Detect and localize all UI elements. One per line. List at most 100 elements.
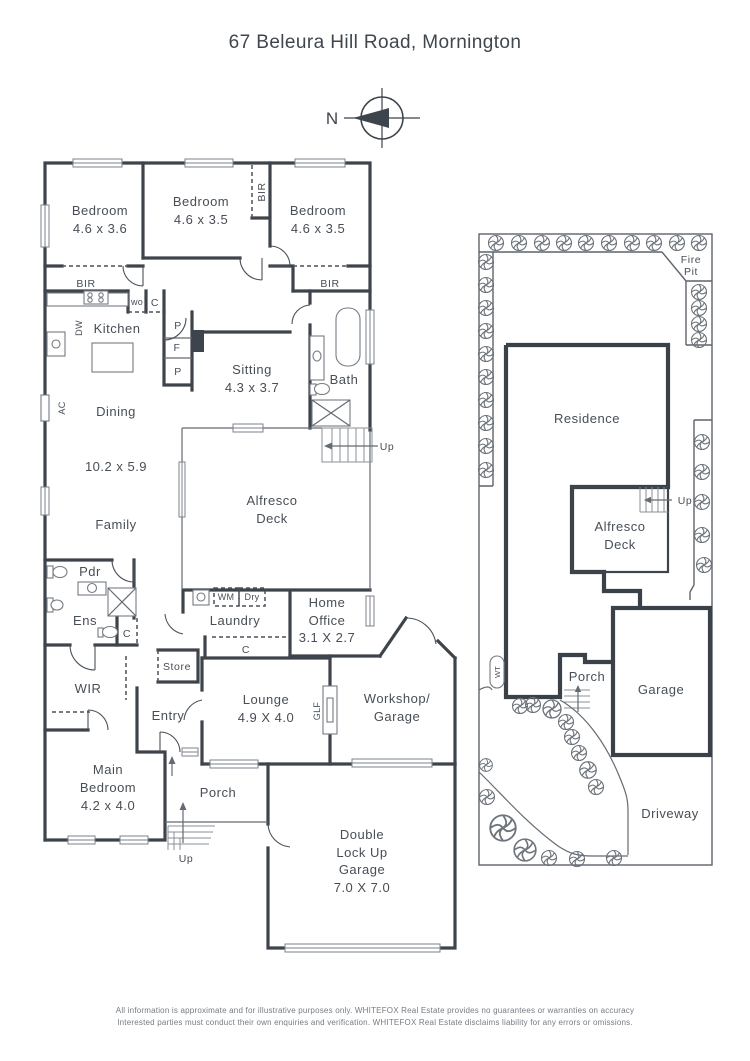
- bathtub-icon: [335, 307, 361, 367]
- site-deck-outline: [570, 485, 670, 574]
- dry-label: Dry: [245, 592, 260, 602]
- bedroom3-dims: 4.6 x 3.5: [291, 221, 345, 236]
- disclaimer-line-1: All information is approximate and for i…: [116, 1006, 634, 1015]
- stairs-arrow-icon: [324, 442, 332, 450]
- bath-label: Bath: [330, 372, 359, 387]
- compass-needle-icon: [353, 108, 389, 128]
- bir2-label: BIR: [256, 182, 268, 201]
- site-deck-stairs: [639, 487, 672, 513]
- bath-toilet-icon: [309, 382, 331, 396]
- fire-pit-label-2: Pit: [684, 266, 698, 278]
- workshop-label-2: Garage: [374, 709, 420, 724]
- bath-shower-icon: [311, 399, 351, 427]
- entry-arrow-icon: [168, 756, 176, 764]
- main-floor-plan: Bedroom 4.6 x 3.6 Bedroom 4.6 x 3.5 Bedr…: [40, 158, 458, 953]
- fireplace-flue: [192, 330, 204, 352]
- bedroom2-label: Bedroom: [173, 194, 229, 209]
- bir1-label: BIR: [76, 278, 95, 290]
- home-office-label-1: Home: [309, 595, 346, 610]
- fridge-label: F: [173, 342, 180, 354]
- pdr-vanity-icon: [77, 581, 107, 596]
- site-porch-label: Porch: [569, 669, 605, 684]
- ens-vanity-icon: [46, 597, 64, 613]
- fixtures: [40, 290, 361, 735]
- ens-shower-icon: [107, 587, 137, 617]
- lounge-dims: 4.9 X 4.0: [238, 710, 295, 725]
- laundry-trough-icon: [192, 589, 210, 606]
- main-bedroom-dims: 4.2 x 4.0: [81, 798, 135, 813]
- main-bedroom-label-2: Bedroom: [80, 780, 136, 795]
- bedroom1-dims: 4.6 x 3.6: [73, 221, 127, 236]
- alfresco-label-1: Alfresco: [247, 493, 298, 508]
- water-tank: WT: [489, 655, 505, 689]
- home-office-dims: 3.1 X 2.7: [299, 630, 356, 645]
- pantry-label-1: P: [174, 320, 182, 332]
- store-label: Store: [163, 661, 191, 673]
- ac-unit: [40, 394, 50, 422]
- closet-label-ens: C: [123, 628, 131, 640]
- compass-north-label: N: [326, 109, 338, 128]
- walls: [43, 161, 458, 950]
- sitting-label: Sitting: [232, 362, 272, 377]
- residence-label: Residence: [554, 411, 620, 426]
- dining-label: Dining: [96, 404, 136, 419]
- lounge-label: Lounge: [243, 692, 289, 707]
- closet-label-kitchen: C: [151, 297, 159, 309]
- bir3-label: BIR: [320, 278, 339, 290]
- kitchen-label: Kitchen: [94, 321, 141, 336]
- pdr-toilet-icon: [46, 565, 68, 579]
- site-alfresco-label-2: Deck: [604, 537, 636, 552]
- fire-pit-label-1: Fire: [681, 254, 701, 266]
- page-title: 67 Beleura Hill Road, Mornington: [229, 32, 522, 53]
- disclaimer-line-2: Interested parties must conduct their ow…: [117, 1018, 633, 1027]
- laundry-label: Laundry: [210, 613, 260, 628]
- compass: N: [326, 88, 420, 148]
- wt-label: WT: [493, 666, 502, 678]
- site-alfresco-label-1: Alfresco: [595, 519, 646, 534]
- kitchen-sink-icon: [46, 331, 66, 357]
- wo-label: wo: [130, 297, 143, 307]
- ens-label: Ens: [73, 613, 97, 628]
- stove-icon: [83, 290, 109, 305]
- wm-label: WM: [218, 592, 235, 602]
- stairs-arrow-icon: [574, 685, 582, 692]
- bedroom1-label: Bedroom: [72, 203, 128, 218]
- stairs-arrow-icon: [644, 496, 651, 504]
- windows: [40, 158, 441, 953]
- family-label: Family: [95, 517, 136, 532]
- workshop-label-1: Workshop/: [364, 691, 430, 706]
- double-garage-label-1: Double: [340, 827, 384, 842]
- up-label-bath: Up: [380, 441, 395, 453]
- living-dims-label: 10.2 x 5.9: [85, 459, 147, 474]
- stairs-porch: [167, 756, 215, 850]
- residence-outline: [506, 342, 671, 608]
- porch-label: Porch: [200, 785, 236, 800]
- tree-icons: [477, 234, 713, 868]
- alfresco-label-2: Deck: [256, 511, 288, 526]
- double-garage-dims: 7.0 X 7.0: [334, 880, 391, 895]
- site-labels: Fire Pit Residence Alfresco Deck Up Porc…: [554, 254, 701, 821]
- double-garage-label-3: Garage: [339, 862, 385, 877]
- residence-outline-left: [503, 345, 613, 700]
- glf-label: GLF: [312, 702, 322, 721]
- ens-toilet-icon: [97, 625, 119, 639]
- site-garage-label: Garage: [638, 682, 684, 697]
- room-labels: Bedroom 4.6 x 3.6 Bedroom 4.6 x 3.5 Bedr…: [57, 182, 430, 895]
- site-garage-outline: [610, 605, 713, 758]
- door-arcs: [69, 245, 437, 848]
- kitchen-island: [91, 342, 134, 373]
- stairs-arrow-icon: [179, 802, 187, 810]
- bedroom3-label: Bedroom: [290, 203, 346, 218]
- wm-dry-boxes: [213, 587, 266, 607]
- bedroom2-dims: 4.6 x 3.5: [174, 212, 228, 227]
- garden-curves: [478, 686, 629, 857]
- sliding-door-dashes: [52, 165, 348, 713]
- driveway-label: Driveway: [641, 806, 698, 821]
- stairs-bath: [321, 427, 378, 463]
- home-office-label-2: Office: [309, 613, 346, 628]
- site-boundary: [478, 233, 713, 866]
- sitting-dims: 4.3 x 3.7: [225, 380, 279, 395]
- entry-label: Entry: [152, 708, 185, 723]
